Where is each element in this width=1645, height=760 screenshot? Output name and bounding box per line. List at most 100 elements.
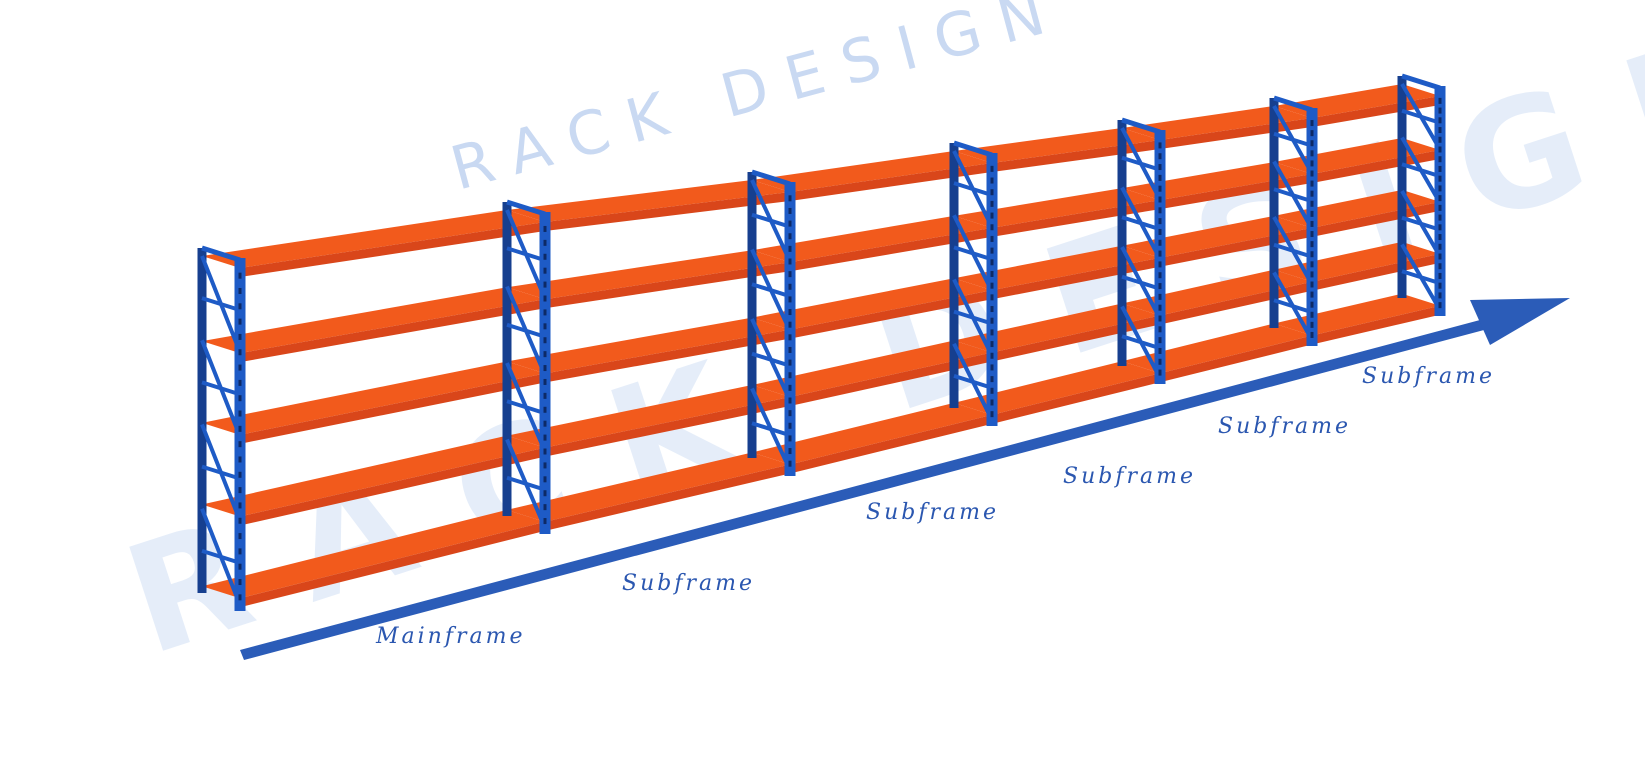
upright-strut (201, 464, 241, 481)
upright-slot (543, 253, 547, 260)
arrow-shaft (240, 320, 1484, 660)
upright-slot (788, 410, 792, 417)
upright-slot (990, 282, 994, 289)
upright-slot (238, 594, 242, 601)
upright-slot (1158, 315, 1162, 322)
upright-slot (1158, 326, 1162, 333)
upright-strut (1121, 274, 1161, 291)
upright-slot (788, 271, 792, 278)
shelf-deck (1122, 106, 1312, 140)
upright-strut (201, 380, 241, 397)
upright-slot (1158, 304, 1162, 311)
upright-slot (990, 294, 994, 301)
shelf-front-beam (790, 290, 992, 339)
upright-slot (238, 410, 242, 417)
shelf-deck (954, 303, 1160, 353)
upright-slot (1438, 127, 1442, 134)
upright-slot (990, 259, 994, 266)
upright-slot (1310, 130, 1314, 137)
upright-slot (238, 517, 242, 524)
mainframe-upright (197, 245, 246, 611)
upright-slot (543, 392, 547, 399)
upright-slot (990, 235, 994, 242)
upright-slot (238, 533, 242, 540)
upright-slot (543, 378, 547, 385)
upright-slot (1158, 228, 1162, 235)
direction-arrow (240, 298, 1570, 660)
upright-strut (1401, 269, 1441, 286)
upright-strut (201, 548, 241, 565)
upright-slot (1158, 250, 1162, 257)
upright-slot (1310, 150, 1314, 157)
upright-slot (788, 220, 792, 227)
shelf-deck (507, 385, 790, 448)
upright-slot (543, 309, 547, 316)
upright-slot (543, 281, 547, 288)
shelf-front-beam (790, 163, 992, 201)
subframe-label-4: Subframe (1218, 414, 1351, 439)
upright-slot (238, 318, 242, 325)
upright-slot (1310, 200, 1314, 207)
shelf-front-beam (1312, 305, 1440, 345)
shelf-front-beam (545, 262, 790, 309)
upright-slot (238, 579, 242, 586)
shelf-deck (752, 215, 992, 263)
upright-strut (1401, 162, 1441, 179)
upright-strut (1401, 108, 1441, 125)
upright-slot (1310, 231, 1314, 238)
upright-slot (1310, 180, 1314, 187)
shelf-deck (752, 278, 992, 330)
upright-slot (1438, 146, 1442, 153)
upright-slot (788, 233, 792, 240)
upright-slot (990, 317, 994, 324)
shelf-deck (1122, 215, 1312, 258)
subframe-upright (1269, 95, 1318, 346)
shelf-front-beam (992, 373, 1160, 424)
shelf-front-beam (790, 414, 992, 474)
upright-slot (1158, 337, 1162, 344)
shelf-front-beam (1312, 201, 1440, 237)
upright-slot (1310, 251, 1314, 258)
upright-slot (543, 518, 547, 525)
upright-slot (1310, 311, 1314, 318)
upright-slot (543, 351, 547, 358)
upright-strut (1273, 298, 1313, 315)
upright-slot (1438, 272, 1442, 279)
upright-strut (751, 351, 791, 368)
upright-slot (543, 406, 547, 413)
subframe-label-5: Subframe (1362, 364, 1495, 389)
upright-slot (1438, 302, 1442, 309)
upright-slot (238, 349, 242, 356)
upright-slot (1158, 272, 1162, 279)
upright-slot (788, 334, 792, 341)
upright-strut (1121, 155, 1161, 172)
upright-slot (1310, 160, 1314, 167)
upright-slot (238, 272, 242, 279)
upright-slot (788, 283, 792, 290)
upright-strut (953, 309, 993, 326)
subframe-upright (1397, 73, 1446, 316)
upright-slot (543, 239, 547, 246)
upright-slot (990, 177, 994, 184)
upright-slot (1438, 136, 1442, 143)
upright-slot (1310, 271, 1314, 278)
upright-slot (1158, 283, 1162, 290)
shelf-deck (752, 402, 992, 465)
upright-slot (1158, 153, 1162, 160)
upright-slot (1310, 170, 1314, 177)
upright-slot (1310, 220, 1314, 227)
upright-slot (543, 490, 547, 497)
shelf-front-beam (240, 222, 545, 277)
upright-slot (238, 395, 242, 402)
upright-slot (543, 462, 547, 469)
shelf-front-beam (790, 227, 992, 272)
upright-slot (1438, 292, 1442, 299)
upright-slot (990, 329, 994, 336)
upright-slot (1158, 293, 1162, 300)
upright-slot (238, 487, 242, 494)
shelf-front-beam (545, 397, 790, 457)
upright-slot (1158, 207, 1162, 214)
upright-slot (543, 225, 547, 232)
upright-slot (543, 504, 547, 511)
upright-slot (238, 379, 242, 386)
